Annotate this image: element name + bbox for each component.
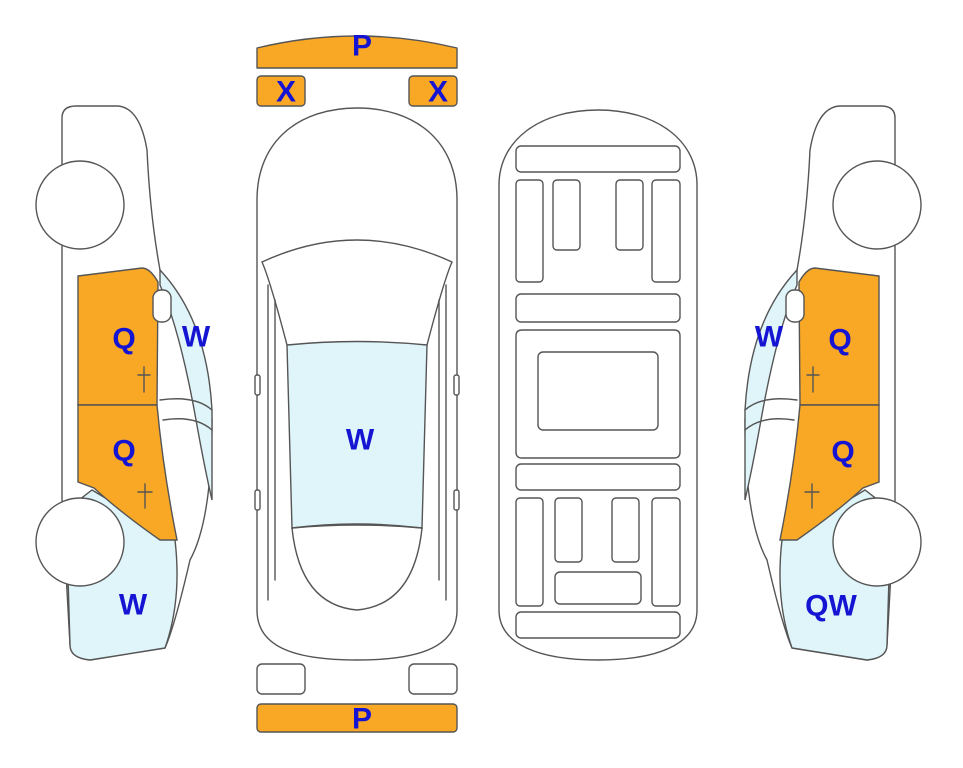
car-right-side-view — [744, 105, 922, 661]
rear-right-light — [408, 663, 458, 695]
front-bumper[interactable] — [256, 35, 458, 69]
rear-left-light — [256, 663, 306, 695]
left-rear-quarter-label: W — [119, 589, 148, 622]
left-front-door-label: Q — [112, 323, 135, 356]
front-bumper-shape — [256, 35, 458, 69]
left-mirror-shape — [256, 75, 306, 107]
car-left-side-view — [35, 105, 213, 661]
left-handle-1 — [254, 374, 261, 396]
a-pillar-left — [261, 261, 288, 346]
right-rear-door-label: Q — [831, 436, 854, 469]
car-top-view — [254, 107, 460, 661]
right-front-door[interactable] — [798, 267, 880, 406]
rear-bumper[interactable] — [256, 703, 458, 733]
right-front-door-label: Q — [828, 324, 851, 357]
left-front-door[interactable] — [77, 267, 159, 406]
left-rear-door-label: Q — [112, 435, 135, 468]
right-rear-door[interactable] — [779, 404, 880, 541]
right-mirror-shape — [408, 75, 458, 107]
car-underbody-view — [498, 109, 698, 661]
rear-bumper-shape — [256, 703, 458, 733]
right-rear-quarter-label: QW — [805, 590, 857, 623]
windshield-line — [261, 239, 453, 263]
left-rear-door-shape — [77, 404, 178, 541]
a-pillar-right — [426, 261, 453, 346]
roof-label: W — [346, 424, 375, 457]
left-mirror-label: X — [276, 76, 296, 109]
rear-window-inner — [291, 524, 423, 529]
left-front-bottom-wheel — [35, 497, 125, 587]
right-front-glass-label: W — [755, 321, 784, 354]
left-mirror[interactable] — [256, 75, 306, 107]
left-front-glass-label: W — [182, 321, 211, 354]
right-handle-2 — [453, 489, 460, 511]
rear-bumper-label: P — [352, 703, 372, 736]
right-handle-1 — [453, 374, 460, 396]
left-front-door-shape — [77, 267, 159, 406]
right-mirror-label: X — [428, 76, 448, 109]
left-rear-top-wheel — [35, 160, 125, 250]
front-bumper-label: P — [352, 30, 372, 63]
right-mirror[interactable] — [408, 75, 458, 107]
left-handle-2 — [254, 489, 261, 511]
left-rear-door[interactable] — [77, 404, 178, 541]
left-side-mirror — [152, 289, 172, 323]
rear-window-line — [291, 527, 423, 611]
